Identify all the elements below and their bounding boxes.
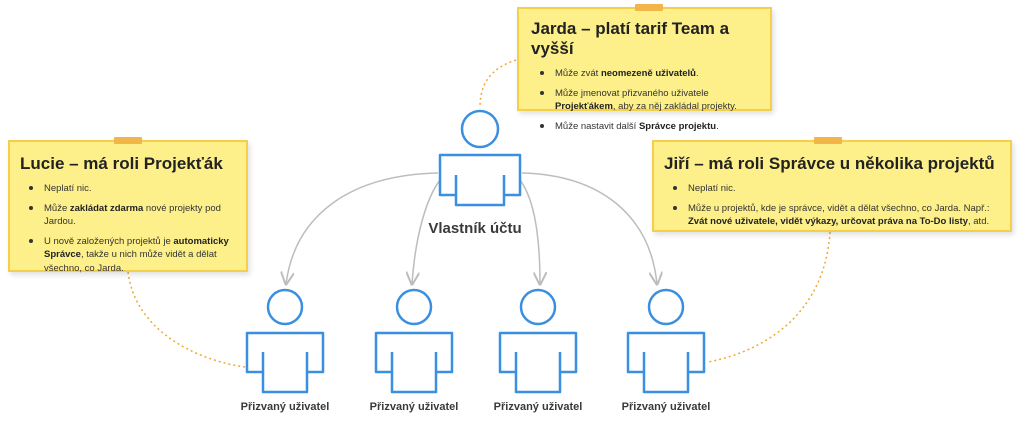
invited-user-label-3: Přizvaný uživatel <box>493 401 583 413</box>
note-title-lucie: Lucie – má roli Projekťák <box>20 154 223 173</box>
text: . <box>716 120 719 132</box>
invited-person-icon-3 <box>498 288 578 394</box>
bold-text: Správce projektu <box>638 120 717 132</box>
jiri-note-connector <box>707 231 831 363</box>
arrow-to-user-3 <box>519 179 540 284</box>
lucie-note-connector <box>127 271 246 368</box>
note-bullet-item: Neplatí nic. <box>664 182 1000 196</box>
text: Může nastavit další <box>555 120 639 132</box>
text: Může jmenovat přizvaného uživatele <box>555 87 709 99</box>
note-title-jarda: Jarda – platí tarif Team a vyšší <box>531 19 730 58</box>
arrow-to-user-1 <box>286 172 439 284</box>
note-bullet-item: Může zakládat zdarma nové projekty pod J… <box>20 202 236 229</box>
bold-text: Projekťákem <box>555 101 613 112</box>
invited-person-icon-1 <box>245 288 325 394</box>
note-bullet-item: Může zvát neomezeně uživatelů. <box>531 67 758 81</box>
invited-user-label-4: Přizvaný uživatel <box>621 401 711 413</box>
arrow-to-user-2 <box>412 179 441 284</box>
text: U nově založených projektů je <box>44 235 174 247</box>
text: nové projekty pod Jardou. <box>44 202 221 228</box>
text: Neplatí nic. <box>688 183 736 194</box>
note-list-jiri: Neplatí nic. Může u projektů, kde je sprá… <box>664 182 1000 229</box>
note-bullet-item: Může u projektů, kde je správce, vidět a… <box>664 202 1000 229</box>
text: , takže u nich může vidět a dělat všechn… <box>44 249 217 274</box>
tape-strip <box>635 4 663 11</box>
tape-strip <box>114 137 142 144</box>
note-bullet-item: Neplatí nic. <box>20 182 236 196</box>
sticky-note-jiri: Jiří – má roli Správce u několika projek… <box>652 137 1012 232</box>
invited-user-label-1: Přizvaný uživatel <box>240 401 330 413</box>
text: , atd. <box>968 216 990 227</box>
arrow-to-user-4 <box>521 172 657 284</box>
jarda-note-connector <box>479 59 517 109</box>
text: Může u projektů, kde je správce, vidět a… <box>688 202 990 214</box>
note-bullet-item: Může nastavit další Správce projektu. <box>531 120 758 134</box>
owner-label: Vlastník účtu <box>428 220 522 237</box>
owner-person-icon <box>438 109 522 207</box>
text: Může <box>44 202 70 214</box>
note-bullet-item: Může jmenovat přizvaného uživatele Proje… <box>531 87 758 114</box>
bold-text: automaticky Správce <box>44 235 229 261</box>
note-bullet-item: U nově založených projektů je automatick… <box>20 235 236 276</box>
text: Může zvát <box>555 68 601 79</box>
sticky-note-lucie: Lucie – má roli Projekťák Neplatí nic. Mů… <box>8 137 248 275</box>
bold-text: Zvát nové uživatele, vidět výkazy, určov… <box>688 216 968 227</box>
text: Neplatí nic. <box>44 183 92 194</box>
note-list-jarda: Může zvát neomezeně uživatelů. Může jmeno… <box>531 67 758 133</box>
text: , aby za něj zakládal projekty. <box>612 101 737 112</box>
note-title-jiri: Jiří – má roli Správce u několika projek… <box>664 154 995 173</box>
invited-user-label-2: Přizvaný uživatel <box>369 401 459 413</box>
tape-strip <box>814 137 842 144</box>
invited-person-icon-4 <box>626 288 706 394</box>
bold-text: neomezeně uživatelů <box>600 68 696 79</box>
text: . <box>695 68 699 79</box>
sticky-note-jarda: Jarda – platí tarif Team a vyšší Může zv… <box>517 4 772 132</box>
invited-person-icon-2 <box>374 288 454 394</box>
bold-text: zakládat zdarma <box>69 202 144 214</box>
note-list-lucie: Neplatí nic. Může zakládat zdarma nové pr… <box>20 182 236 275</box>
